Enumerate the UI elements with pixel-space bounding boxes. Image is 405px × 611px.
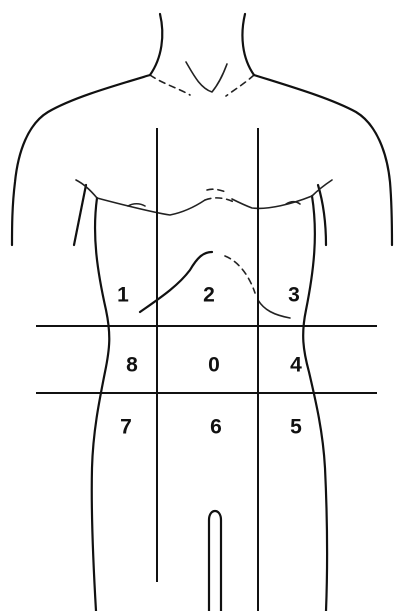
- collarbone-right: [226, 75, 254, 96]
- left-armpit-line: [76, 180, 97, 198]
- rib-arch-left: [140, 252, 212, 312]
- sternum-dash: [207, 189, 226, 192]
- neck-left-outline: [150, 14, 162, 75]
- neck-right-outline: [242, 14, 254, 75]
- region-label-5: 5: [290, 416, 302, 439]
- region-label-4: 4: [290, 354, 302, 377]
- rib-arch-right: [225, 256, 255, 293]
- region-label-6: 6: [210, 416, 222, 439]
- groin-line: [209, 511, 221, 611]
- collarbone-left: [150, 75, 190, 95]
- rib-arch-right-end: [258, 300, 290, 318]
- left-arm-inner-outline: [74, 185, 86, 245]
- region-label-0: 0: [208, 354, 220, 377]
- region-label-2: 2: [203, 284, 215, 307]
- right-shoulder-arm-outline: [254, 75, 392, 245]
- left-nipple: [128, 204, 145, 206]
- throat-outline: [186, 62, 227, 92]
- right-armpit-line: [312, 180, 332, 196]
- left-shoulder-arm-outline: [12, 75, 150, 245]
- region-label-7: 7: [120, 416, 132, 439]
- right-arm-inner-outline: [318, 185, 326, 245]
- right-pectoral-line: [232, 196, 312, 208]
- torso-right-outline: [303, 196, 327, 611]
- region-label-1: 1: [117, 284, 129, 307]
- region-label-3: 3: [288, 284, 300, 307]
- torso-left-outline: [92, 198, 110, 611]
- left-pectoral-line: [97, 198, 205, 215]
- region-label-8: 8: [126, 354, 138, 377]
